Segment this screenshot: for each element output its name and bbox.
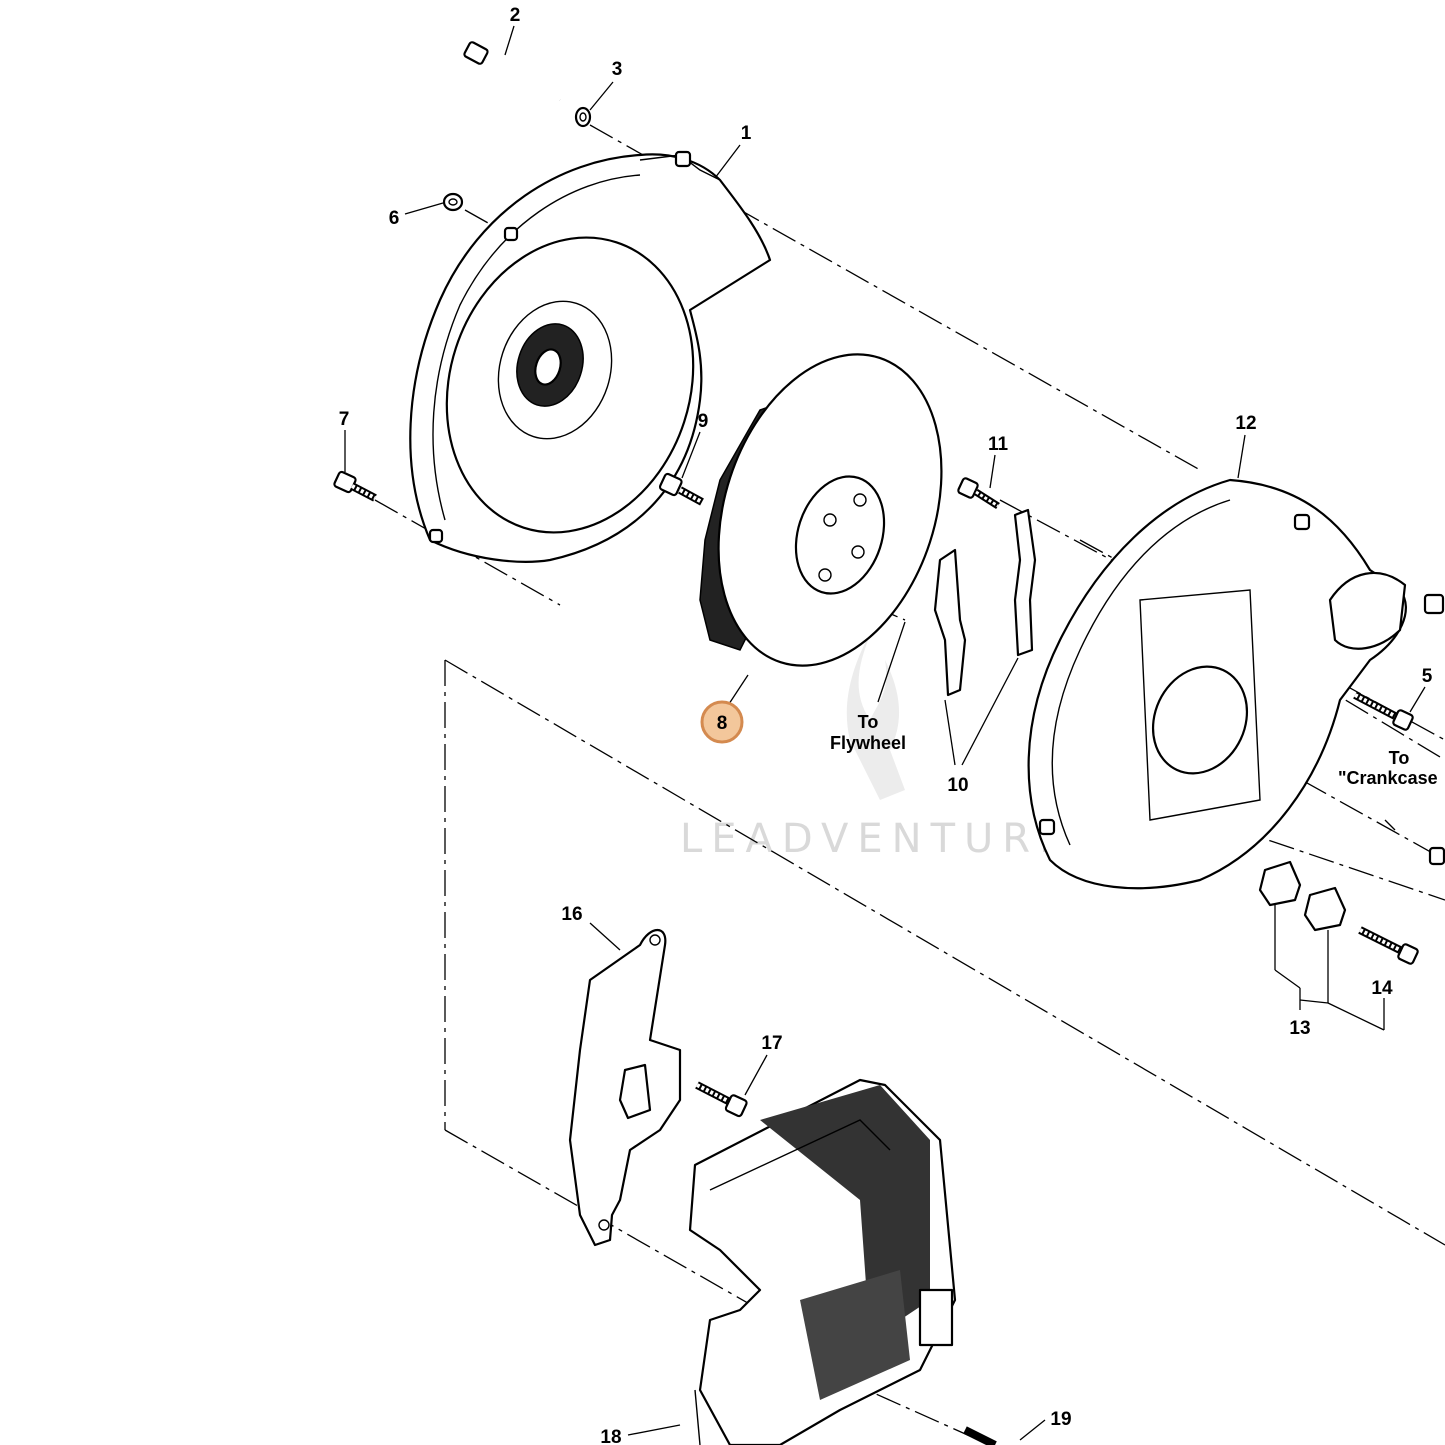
callout-9: 9 <box>698 411 709 432</box>
nut-6 <box>442 192 464 212</box>
bolt-2 <box>463 41 561 102</box>
callout-8-circle[interactable] <box>700 700 744 744</box>
callout-11: 11 <box>988 434 1009 455</box>
callout-8-highlight[interactable]: 8 <box>700 700 744 744</box>
callout-10: 10 <box>947 775 968 796</box>
fan-housing-1 <box>409 150 772 563</box>
watermark-text: LEADVENTURE <box>680 816 1073 862</box>
note-to-flywheel-line1: To <box>858 712 879 732</box>
note-to-crankcase-line1: To <box>1389 748 1410 768</box>
callout-13: 13 <box>1289 1018 1310 1039</box>
callout-14: 14 <box>1371 978 1393 999</box>
gaskets-10 <box>933 508 1037 697</box>
callout-7: 7 <box>339 409 350 430</box>
bolt-17 <box>695 1081 748 1118</box>
callout-6: 6 <box>389 208 400 229</box>
callout-12: 12 <box>1235 413 1256 434</box>
leader-lines <box>344 25 1426 1441</box>
callout-1: 1 <box>741 123 752 144</box>
bolt-9 <box>658 472 704 506</box>
note-to-crankcase-line2: "Crankcase <box>1338 768 1438 788</box>
washer-3 <box>574 106 592 128</box>
callout-2: 2 <box>510 5 521 26</box>
callout-17: 17 <box>761 1033 782 1054</box>
bolt-11 <box>957 477 1000 509</box>
watermark: LEADVENTURE <box>680 630 1073 862</box>
note-to-crankcase: To "Crankcase <box>1338 748 1438 788</box>
edge-bolts <box>1423 593 1445 866</box>
callout-8[interactable]: 8 <box>717 713 728 734</box>
callout-3: 3 <box>612 59 623 80</box>
callout-16: 16 <box>561 904 582 925</box>
callout-18: 18 <box>600 1427 621 1445</box>
note-to-flywheel: To Flywheel <box>830 712 906 753</box>
callout-labels: 2 3 1 6 7 9 11 12 5 10 16 17 14 13 18 19 <box>339 5 1433 1445</box>
fan-housing-12 <box>1027 478 1407 890</box>
note-to-flywheel-line2: Flywheel <box>830 733 906 753</box>
callout-19: 19 <box>1050 1409 1071 1430</box>
callout-5: 5 <box>1422 666 1433 687</box>
bolt-5 <box>1353 691 1414 731</box>
heat-shield-16 <box>568 928 682 1247</box>
clamps-13 <box>1258 860 1347 932</box>
muffler-shroud <box>688 1078 957 1445</box>
bolt-19 <box>963 1426 997 1445</box>
bolt-7 <box>333 470 377 502</box>
impeller-8 <box>699 353 943 667</box>
bolt-14 <box>1358 926 1419 965</box>
